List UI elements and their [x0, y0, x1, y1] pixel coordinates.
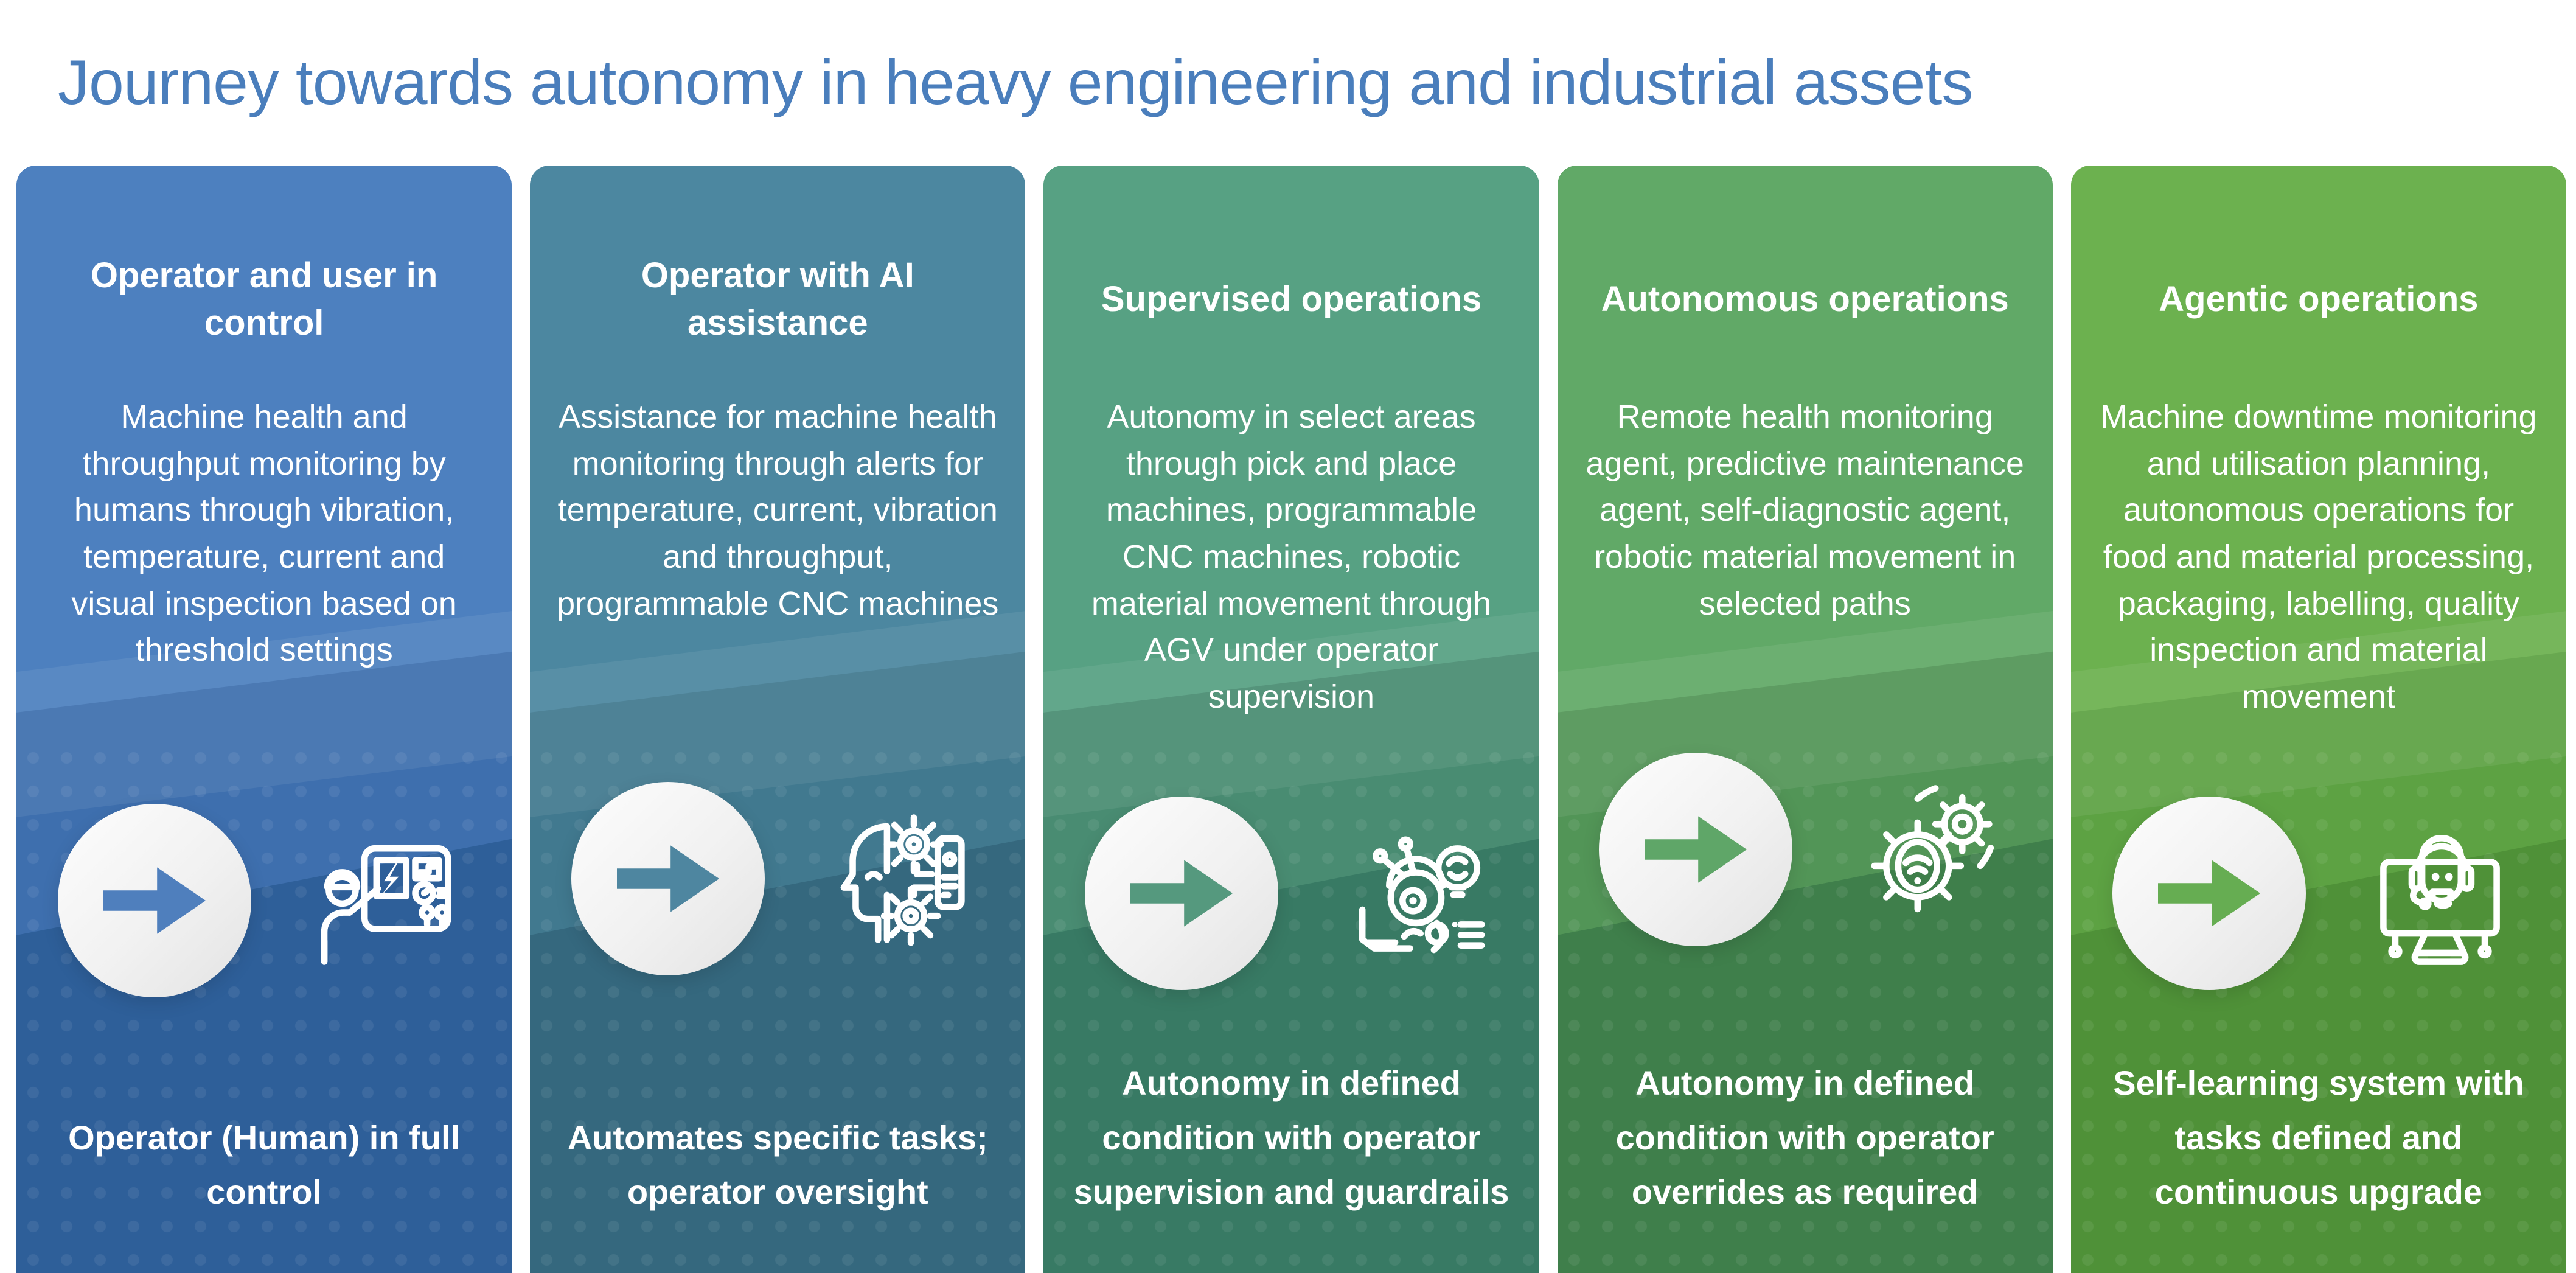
right-arrow-circle-icon [58, 803, 251, 997]
icons-row [1043, 796, 1539, 990]
right-arrow-circle-icon [1598, 753, 1792, 947]
robot-analyst-icon [1338, 817, 1488, 969]
stage-description: Machine downtime monitoring and utilisat… [2100, 399, 2537, 716]
stage-column-agentic-operations: Agentic operations Machine downtime moni… [2070, 166, 2567, 1273]
gears-wifi-icon [1852, 773, 2001, 926]
column-content: Operator with AI assistance Assistance f… [530, 223, 1025, 1273]
icons-row [2071, 796, 2566, 990]
stage-description: Remote health monitoring agent, predicti… [1586, 399, 2024, 622]
stage-heading: Autonomous operations [1601, 279, 2009, 319]
stage-bottom-label: Automates specific tasks; operator overs… [567, 1118, 988, 1212]
icons-row [16, 803, 512, 997]
slide-header: Journey towards autonomy in heavy engine… [0, 0, 2576, 166]
stage-column-operator-in-control: Operator and user in control Machine hea… [16, 166, 512, 1273]
stage-bottom-label: Self-learning system with tasks defined … [2113, 1064, 2524, 1212]
stage-column-autonomous-operations: Autonomous operations Remote health moni… [1557, 166, 2053, 1273]
stage-bottom-label: Autonomy in defined condition with opera… [1073, 1064, 1509, 1212]
stage-bottom-label: Autonomy in defined condition with opera… [1615, 1064, 1994, 1212]
operator-control-panel-icon [311, 825, 460, 977]
stage-bottom-label: Operator (Human) in full control [68, 1118, 461, 1212]
icons-row [1558, 753, 2053, 947]
column-content: Autonomous operations Remote health moni… [1558, 223, 2053, 1273]
right-arrow-circle-icon [2112, 796, 2306, 990]
stage-heading: Operator with AI assistance [641, 255, 914, 343]
stage-columns-row: Operator and user in control Machine hea… [16, 166, 2567, 1273]
stage-description: Autonomy in select areas through pick an… [1091, 399, 1492, 716]
stage-heading: Operator and user in control [90, 255, 438, 343]
column-content: Agentic operations Machine downtime moni… [2071, 223, 2566, 1273]
stage-heading: Supervised operations [1101, 279, 1482, 319]
column-content: Supervised operations Autonomy in select… [1043, 223, 1539, 1273]
column-content: Operator and user in control Machine hea… [16, 223, 512, 1273]
right-arrow-circle-icon [571, 782, 765, 976]
right-arrow-circle-icon [1085, 796, 1279, 990]
page-title: Journey towards autonomy in heavy engine… [58, 47, 1973, 118]
stage-column-operator-ai-assistance: Operator with AI assistance Assistance f… [530, 166, 1026, 1273]
human-ai-collaboration-icon [824, 803, 973, 955]
stage-description: Assistance for machine health monitoring… [557, 399, 999, 622]
icons-row [530, 782, 1025, 976]
stage-column-supervised-operations: Supervised operations Autonomy in select… [1043, 166, 1539, 1273]
stage-description: Machine health and throughput monitoring… [71, 399, 457, 669]
ai-robot-monitor-icon [2365, 817, 2515, 969]
stage-heading: Agentic operations [2159, 279, 2479, 319]
